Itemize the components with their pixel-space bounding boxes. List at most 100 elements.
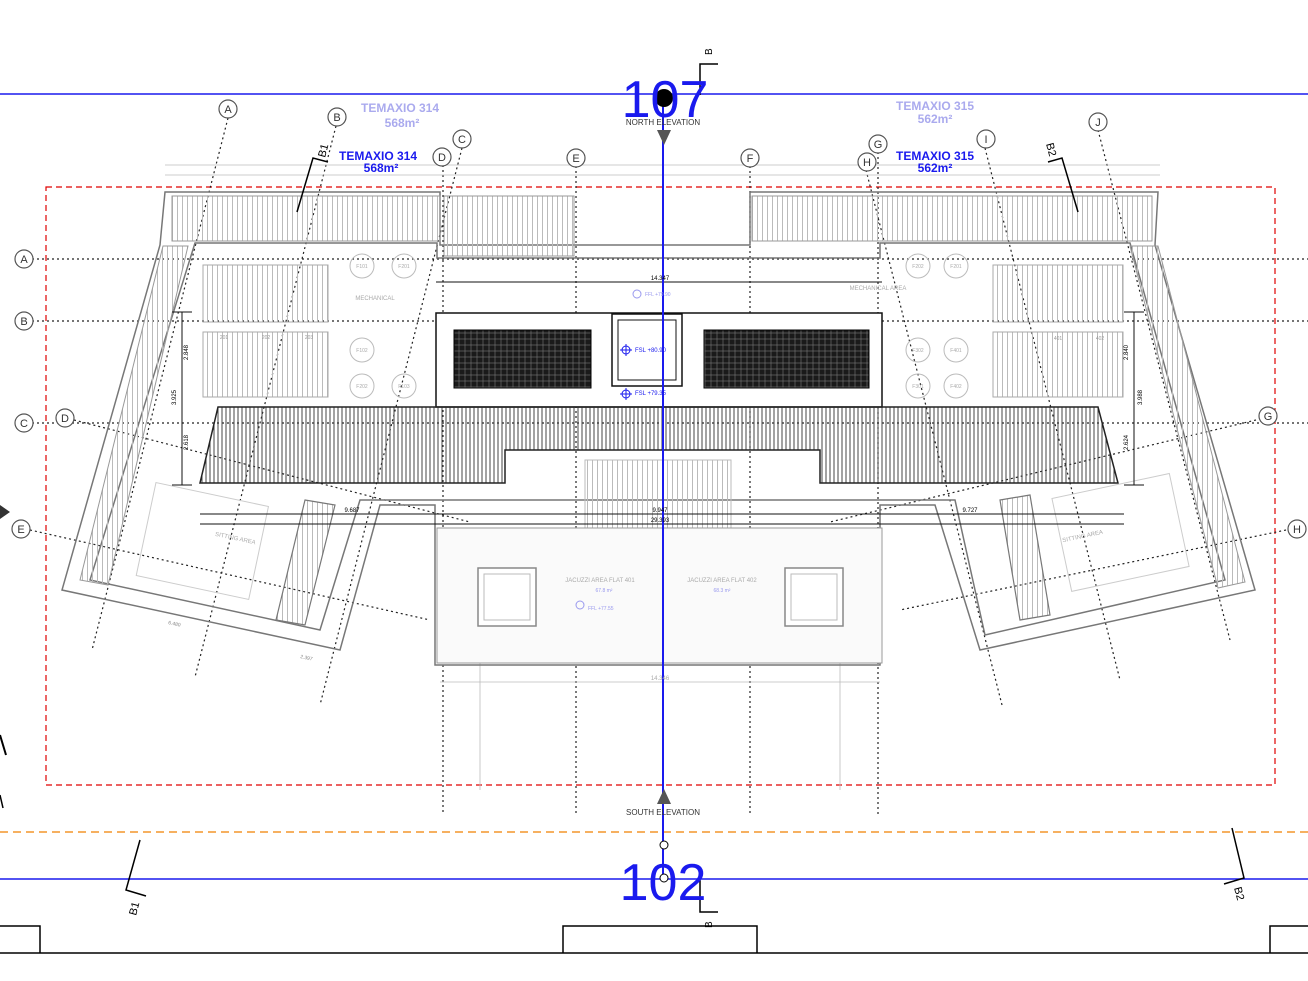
room-mechanical: MECHANICAL [355, 296, 395, 302]
left-louver-1 [202, 264, 329, 323]
dim-bottom-left-2: 2.397 [300, 654, 314, 663]
plot-right-name: TEMAXIO 315 [896, 149, 974, 163]
grid-bubble-circle [566, 148, 586, 168]
grid-bubble-circle [868, 134, 888, 154]
grid-bubble-label: C [20, 418, 28, 430]
unit-label: F202 [912, 264, 924, 270]
grid-bubble-label: G [874, 139, 883, 151]
right-stair [999, 494, 1051, 621]
grid-bubble-circle [14, 249, 34, 269]
dim-bottom-width: 14.346 [651, 676, 670, 682]
grid-bubble-label: D [61, 413, 69, 425]
dim-overall: 29.393 [651, 518, 670, 524]
grid-bubble-circle [452, 129, 472, 149]
pergola-left [171, 195, 441, 242]
dim-top-width: 14.347 [651, 276, 670, 282]
grid-bubble-circle [1088, 112, 1108, 132]
jacuzzi-402 [784, 567, 844, 627]
left-stair [275, 499, 336, 626]
level-ffl-terrace: FFL +77.55 [588, 606, 614, 612]
dim-left-vert-1: 2.848 [184, 344, 190, 360]
grid-bubble-label: E [17, 524, 24, 536]
building-boundary [45, 186, 1276, 786]
room-jacuzzi-402: JACUZZI AREA FLAT 402 [687, 578, 757, 584]
section-b2-top: B2 [1043, 142, 1058, 158]
dim-right-vert-3: 2.624 [1124, 434, 1130, 450]
grid-bubble-label: G [1264, 411, 1273, 423]
left-louver-2 [202, 331, 329, 398]
grid-bubble-label: B [333, 112, 340, 124]
grid-bubble-circle [1258, 406, 1278, 426]
grid-bubble-circle [857, 152, 877, 172]
grid-bubble-label: C [458, 134, 466, 146]
grid-bubble-circle [55, 408, 75, 428]
grid-bubble-label: B [20, 316, 27, 328]
store-label: 202 [262, 335, 271, 341]
grid-bubble-circle [740, 148, 760, 168]
grid-bubble-circle [1287, 519, 1307, 539]
store-label: 203 [305, 335, 314, 341]
grid-bubble-label: A [224, 104, 232, 116]
unit-label: F201 [398, 264, 410, 270]
section-b-top: B [704, 48, 715, 55]
unit-label: F102 [356, 348, 368, 354]
north-arrow [657, 130, 671, 145]
right-louver-2 [992, 331, 1124, 398]
south-elevation-number: 102 [620, 854, 707, 912]
south-arrow [657, 789, 671, 804]
unit-label: F301 [912, 384, 924, 390]
plot-left-faded-name: TEMAXIO 314 [361, 101, 439, 115]
level-fsl-upper: FSL +80.90 [635, 348, 667, 354]
pergola-bar [199, 406, 1119, 484]
grid-bubble-circle [218, 99, 238, 119]
south-elevation-label: SOUTH ELEVATION [626, 808, 700, 817]
solar-panel-right [703, 329, 870, 389]
plot-right-area: 562m² [918, 161, 953, 175]
section-b2-bottom: B2 [1231, 886, 1246, 902]
grid-bubble-label: H [1293, 524, 1301, 536]
store-label: 401 [1054, 336, 1063, 342]
dim-mid-run: 9.947 [652, 508, 668, 514]
unit-label: F201 [950, 264, 962, 270]
solar-panel-left [453, 329, 592, 389]
north-marker-dot [655, 89, 673, 107]
section-b-bottom: B [704, 921, 715, 928]
right-louver-1 [992, 264, 1124, 323]
plot-left-name: TEMAXIO 314 [339, 149, 417, 163]
grid-bubble-circle [14, 311, 34, 331]
room-mechanical-area: MECHANICAL AREA [850, 286, 907, 292]
grid-bubble-circle [327, 107, 347, 127]
level-ffl-upper: FFL +79.90 [645, 292, 671, 298]
dim-right-vert-1: 2.840 [1124, 344, 1130, 360]
grid-bubble-circle [976, 129, 996, 149]
grid-bubble-label: E [572, 153, 579, 165]
unit-label: F302 [912, 348, 924, 354]
right-side-walkway [1129, 245, 1246, 589]
room-jacuzzi-401-area: 67.8 m² [596, 588, 613, 594]
unit-label: F103 [398, 384, 410, 390]
north-elevation-number: 107 [622, 71, 709, 129]
plot-right-faded-name: TEMAXIO 315 [896, 99, 974, 113]
dim-left-vert-2: 3.925 [172, 389, 178, 405]
grid-bubble-label: D [438, 152, 446, 164]
pergola-right [751, 195, 1153, 242]
grid-bubble-label: I [984, 134, 987, 146]
plot-left-area: 568m² [364, 161, 399, 175]
grid-bubble-circle [14, 413, 34, 433]
grid-bubble-label: A [20, 254, 28, 266]
unit-label: F202 [356, 384, 368, 390]
dim-right-vert-2: 3.988 [1138, 389, 1144, 405]
left-side-walkway [79, 245, 189, 586]
pergola-mid-left [443, 195, 575, 257]
jacuzzi-401 [477, 567, 537, 627]
dim-left-vert-3: 2.618 [184, 434, 190, 450]
section-b1-bottom: B1 [127, 901, 142, 917]
north-elevation-label: NORTH ELEVATION [626, 118, 700, 127]
room-sitting-left: SITTING AREA [214, 532, 256, 546]
dim-bottom-left-1: 6.480 [168, 620, 182, 629]
dim-right-run: 9.727 [962, 508, 978, 514]
grid-bubble-label: F [747, 153, 754, 165]
